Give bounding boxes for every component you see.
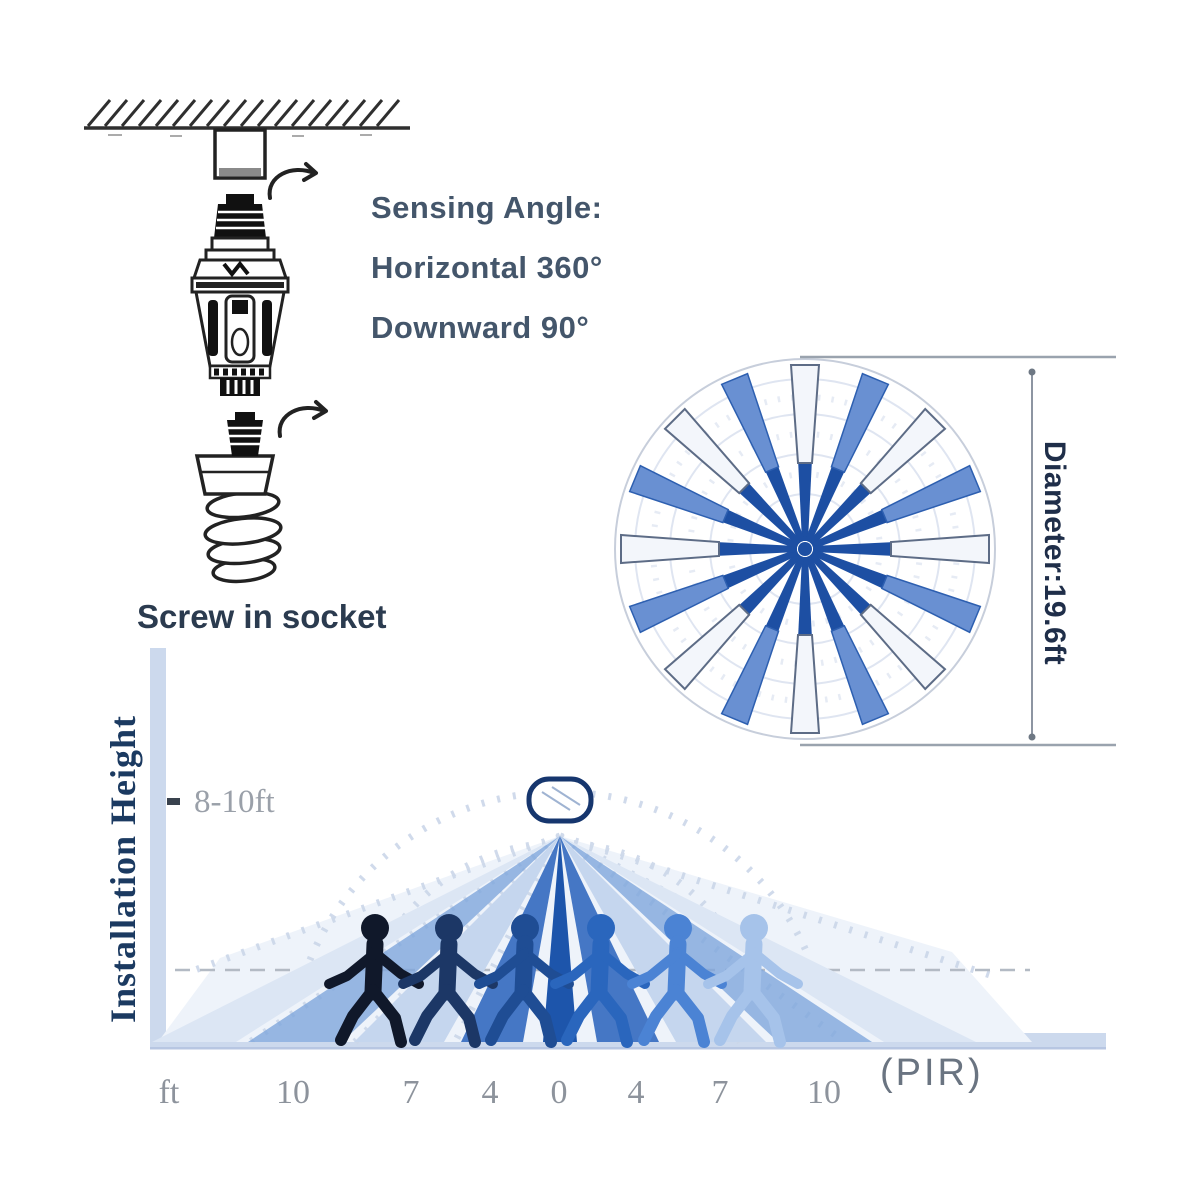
pir-sensor-icon	[526, 776, 594, 824]
height-tick	[167, 798, 180, 805]
mount-height-label: 8-10ft	[194, 784, 275, 820]
cfl-bulb-icon	[194, 412, 283, 584]
y-axis-bar	[150, 648, 166, 1049]
x-tick-label: 10	[276, 1074, 310, 1111]
ceiling-socket-icon	[213, 128, 267, 180]
sensing-angle-downward: Downward 90°	[371, 310, 590, 345]
x-tick-label: 7	[402, 1074, 420, 1111]
x-tick-label: 10	[807, 1074, 841, 1111]
screw-in-socket-caption: Screw in socket	[137, 598, 387, 635]
diameter-label: Diameter:19.6ft	[1038, 440, 1071, 666]
x-tick-label: 4	[481, 1074, 499, 1111]
sensing-angle-title: Sensing Angle:	[371, 190, 603, 225]
motion-sensor-adapter-icon	[190, 194, 290, 396]
pir-beams	[152, 836, 976, 1042]
x-tick-label: 7	[711, 1074, 729, 1111]
ceiling-icon	[84, 99, 410, 137]
sensing-angle-horizontal: Horizontal 360°	[371, 250, 603, 285]
y-axis-title: Installation Height	[103, 714, 143, 1024]
sensing-angle-block: Sensing Angle: Horizontal 360° Downward …	[371, 190, 603, 346]
pir-sensor-label: (PIR)	[880, 1052, 984, 1094]
coverage-starburst-diagram	[614, 358, 996, 740]
x-tick-label: 0	[550, 1074, 568, 1111]
diameter-dimension-lines	[800, 355, 1116, 747]
installation-height-diagram	[150, 648, 1106, 1060]
x-tick-label: 4	[627, 1074, 645, 1111]
x-axis-unit: ft	[158, 1074, 180, 1111]
